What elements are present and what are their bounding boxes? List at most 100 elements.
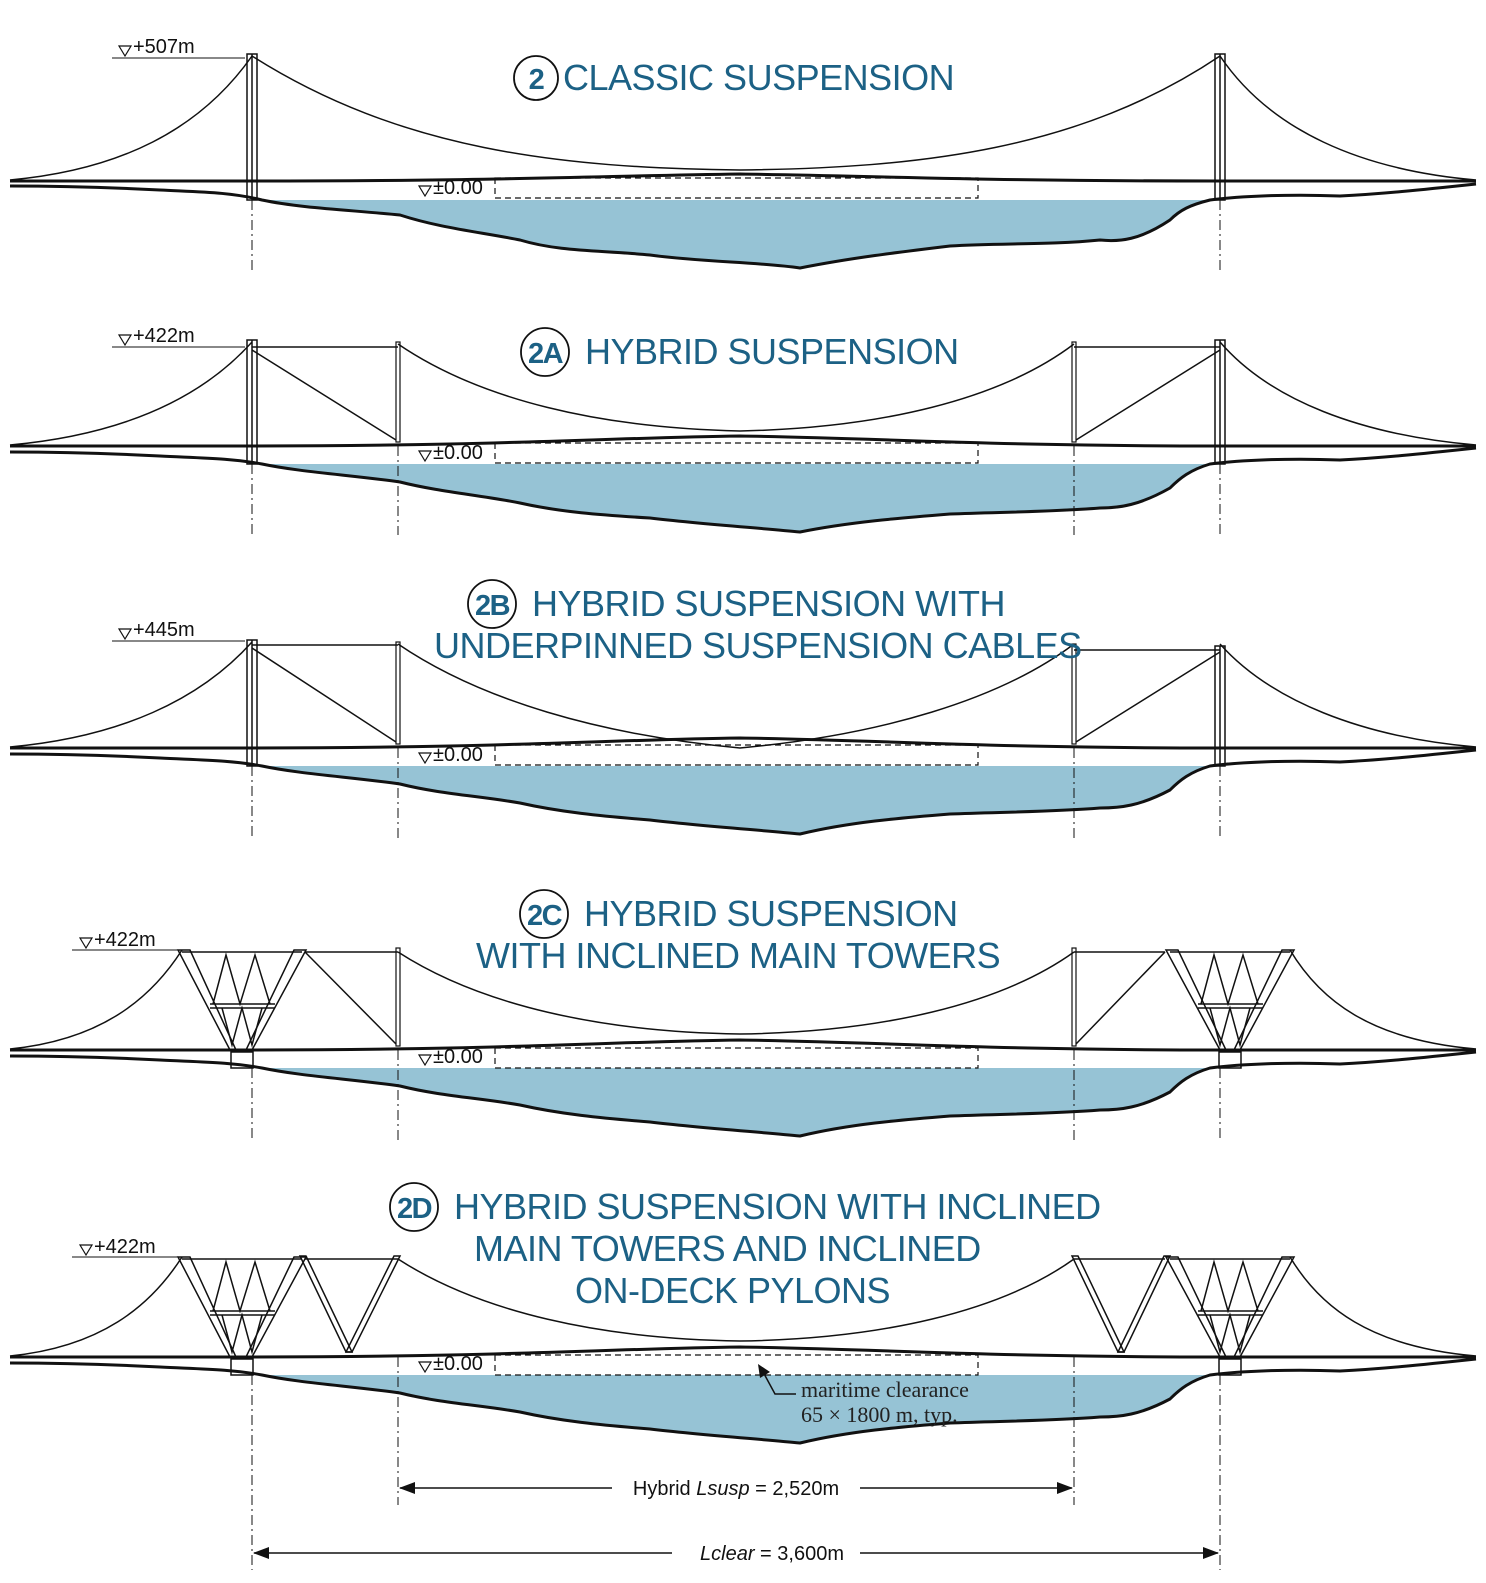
panel-title-2d: 2D HYBRID SUSPENSION WITH INCLINED MAIN … (389, 1182, 1101, 1311)
inclined-tower-left (176, 949, 308, 1069)
panel-2c: +422m ±0.00 2C HYBRID SUSPENSION WITH IN… (9, 889, 1477, 1140)
tower-elevation-label: +507m (133, 36, 195, 58)
panel-2d: +422m ±0.00 2D HYBRID SUSPENSION WITH IN… (9, 1182, 1477, 1570)
panel-2: +507m ±0.00 2 CLASSIC SUSPENSION (9, 36, 1477, 272)
title-line-1: HYBRID SUSPENSION WITH INCLINED (454, 1186, 1101, 1227)
badge-circle (519, 889, 569, 939)
tower-axis-lines (251, 1050, 1221, 1140)
water-body (262, 1068, 1210, 1136)
tower-elevation-label: +445m (133, 619, 195, 641)
clear-span-label: Lclear = 3,600m (700, 1543, 844, 1565)
badge-label: 2D (397, 1193, 432, 1225)
on-deck-pylon-right (1071, 341, 1077, 443)
title-line-3: ON-DECK PYLONS (575, 1270, 890, 1311)
dimension-hybrid-span: Hybrid Lsusp = 2,520m (399, 1478, 1073, 1500)
badge-label: 2C (527, 900, 563, 932)
inclined-pylon-right (1070, 1255, 1172, 1353)
deck-elevation-marker: ±0.00 (417, 1353, 483, 1375)
panel-title-2c: 2C HYBRID SUSPENSION WITH INCLINED MAIN … (476, 889, 1001, 976)
on-deck-pylon-right (1071, 947, 1077, 1047)
on-deck-pylon-left (395, 641, 401, 745)
tower-elevation-label: +422m (94, 1236, 156, 1258)
ground-profile (9, 1357, 1477, 1445)
deck-elevation-label: ±0.00 (433, 442, 483, 464)
ground-profile (9, 182, 1477, 270)
tower-elevation-marker: +445m (112, 619, 245, 642)
callout-arrowhead (758, 1364, 770, 1378)
bridge-deck (10, 1345, 1476, 1359)
panel-title-2: 2 CLASSIC SUSPENSION (513, 55, 955, 101)
inclined-tower-right (1164, 1256, 1296, 1376)
water-body (262, 464, 1210, 532)
deck-elevation-label: ±0.00 (433, 1353, 483, 1375)
deck-elevation-marker: ±0.00 (417, 1046, 483, 1068)
tower-axis-lines (251, 446, 1221, 535)
ground-profile (9, 748, 1477, 836)
badge-circle (389, 1182, 439, 1232)
title-line-1: HYBRID SUSPENSION (585, 331, 959, 372)
clearance-note-line-2: 65 × 1800 m, typ. (801, 1402, 958, 1427)
title-line-1: CLASSIC SUSPENSION (563, 57, 954, 98)
badge-circle (513, 55, 559, 101)
panel-title-2a: 2A HYBRID SUSPENSION (520, 327, 959, 377)
bridge-deck (10, 434, 1476, 448)
callout-leader (761, 1369, 796, 1395)
main-cable (9, 641, 1477, 749)
inclined-pylon-left (298, 1255, 402, 1353)
main-tower-right (1214, 53, 1226, 201)
water-body (262, 766, 1210, 834)
deck-elevation-marker: ±0.00 (417, 177, 483, 199)
ground-profile (9, 446, 1477, 534)
dimension-clear-span: Lclear = 3,600m (253, 1543, 1219, 1565)
badge-label: 2B (475, 590, 510, 622)
water-body (262, 1375, 1210, 1443)
badge-circle (467, 579, 517, 629)
tower-elevation-marker: +422m (112, 325, 245, 348)
on-deck-pylon-left (395, 947, 401, 1047)
deck-elevation-marker: ±0.00 (417, 744, 483, 766)
ground-profile (9, 1050, 1477, 1138)
stay-cables (304, 951, 1166, 1045)
main-tower-left (246, 53, 258, 201)
clearance-envelope (494, 1354, 979, 1376)
tower-elevation-marker: +422m (72, 1236, 178, 1258)
deck-elevation-label: ±0.00 (433, 1046, 483, 1068)
clearance-envelope (494, 744, 979, 766)
stay-cables (251, 346, 1221, 441)
main-cable (9, 949, 1477, 1050)
tower-axis-lines (251, 1357, 1221, 1570)
panel-title-2b: 2B HYBRID SUSPENSION WITH UNDERPINNED SU… (434, 579, 1082, 666)
tower-elevation-label: +422m (133, 325, 195, 347)
badge-label: 2 (529, 64, 544, 96)
title-line-2: UNDERPINNED SUSPENSION CABLES (434, 625, 1082, 666)
clearance-note-line-1: maritime clearance (801, 1377, 969, 1402)
on-deck-pylon-left (395, 341, 401, 443)
tower-axis-lines (251, 748, 1221, 838)
badge-circle (520, 327, 570, 377)
tower-axis-lines (251, 200, 1221, 272)
main-cable (9, 341, 1477, 446)
clearance-envelope (494, 442, 979, 464)
main-cable (9, 1256, 1477, 1357)
stay-cables (251, 644, 1221, 743)
hybrid-span-label: Hybrid Lsusp = 2,520m (633, 1478, 839, 1500)
deck-elevation-label: ±0.00 (433, 177, 483, 199)
maritime-clearance-callout: maritime clearance 65 × 1800 m, typ. (758, 1364, 969, 1427)
title-line-2: WITH INCLINED MAIN TOWERS (476, 935, 1000, 976)
clearance-envelope (494, 177, 979, 199)
deck-elevation-marker: ±0.00 (417, 442, 483, 464)
water-body (262, 200, 1210, 268)
inclined-tower-left (176, 1256, 308, 1376)
deck-elevation-label: ±0.00 (433, 744, 483, 766)
inclined-tower-right (1164, 949, 1296, 1069)
title-line-1: HYBRID SUSPENSION (584, 893, 958, 934)
on-deck-pylon-right (1071, 643, 1077, 745)
panel-2a: +422m ±0.00 2A HYBRID SUSPENSION (9, 325, 1477, 535)
clearance-envelope (494, 1047, 979, 1069)
tower-elevation-marker: +507m (112, 36, 245, 59)
panel-2b: +445m ±0.00 2B HYBRID SUSPENSION WITH UN… (9, 579, 1477, 838)
tower-elevation-marker: +422m (72, 929, 178, 951)
badge-label: 2A (528, 338, 564, 370)
title-line-2: MAIN TOWERS AND INCLINED (474, 1228, 981, 1269)
